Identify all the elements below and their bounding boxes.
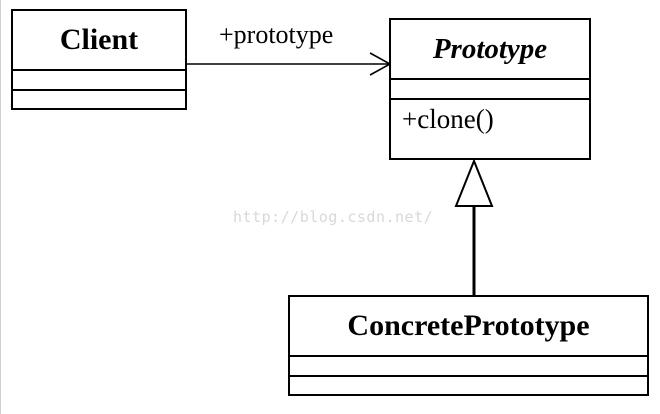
client-attributes-compartment [13,69,185,89]
association-role-label: +prototype [219,20,334,49]
prototype-class-name: Prototype [432,33,548,65]
concrete-prototype-attributes-compartment [290,355,647,375]
generalization-triangle [454,158,494,207]
client-class-name: Client [59,23,139,56]
watermark-text: http://blog.csdn.net/ [233,208,434,226]
concrete-prototype-class-name: ConcretePrototype [347,309,590,342]
prototype-attributes-compartment [391,78,589,98]
concrete-prototype-class-box[interactable]: ConcretePrototype [288,295,649,396]
client-operations-compartment [13,89,185,108]
client-class-box[interactable]: Client [11,9,187,110]
prototype-operations-compartment: +clone() [391,98,589,158]
left-border-line [0,0,1,414]
prototype-operation-clone: +clone() [402,104,494,134]
concrete-prototype-operations-compartment [290,375,647,394]
prototype-class-box[interactable]: Prototype +clone() [389,18,591,160]
